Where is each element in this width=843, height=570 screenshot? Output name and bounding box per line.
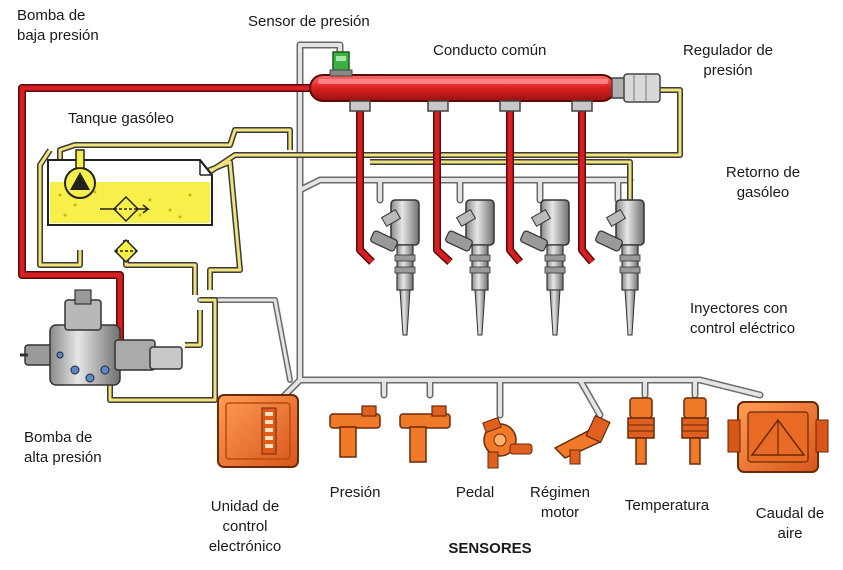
fuel-filter-icon bbox=[100, 195, 151, 223]
injector-icon bbox=[370, 199, 420, 336]
label-ecu: Unidad de control electrónico bbox=[190, 497, 300, 557]
common-rail-icon bbox=[309, 74, 616, 112]
pedal-sensor-icon bbox=[482, 416, 533, 469]
label-ecu-line2: control bbox=[222, 518, 268, 535]
pressure-regulator-icon bbox=[611, 73, 661, 103]
label-injectors: Inyectores con control eléctrico bbox=[690, 299, 795, 339]
pressure-sensor-device-icon bbox=[329, 405, 381, 458]
label-sensor-airflow-line2: aire bbox=[777, 525, 803, 542]
sensors-heading: SENSORES bbox=[448, 540, 532, 557]
pressure-sensor-icon bbox=[329, 51, 353, 77]
label-ecu-line1: Unidad de bbox=[210, 498, 280, 515]
label-sensor-rpm-line1: Régimen bbox=[529, 484, 591, 501]
label-sensor-pedal: Pedal bbox=[455, 484, 495, 501]
label-sensor-airflow-line1: Caudal de bbox=[755, 505, 825, 522]
label-sensor-airflow: Caudal de aire bbox=[738, 504, 842, 544]
label-pressure-regulator-line1: Regulador de bbox=[682, 42, 774, 59]
label-sensor-pressure: Presión bbox=[329, 484, 381, 501]
label-low-pressure-pump-line1: Bomba de bbox=[17, 7, 86, 24]
label-injectors-line1: Inyectores con bbox=[690, 300, 788, 317]
label-injectors-line2: control eléctrico bbox=[690, 320, 796, 337]
low-pressure-pump-icon bbox=[64, 149, 96, 199]
label-low-pressure-pump-line2: baja presión bbox=[17, 27, 99, 44]
injector-icon bbox=[520, 199, 570, 336]
injectors bbox=[370, 199, 645, 336]
temperature-sensor-icon bbox=[627, 397, 655, 465]
label-sensor-temperature: Temperatura bbox=[624, 497, 710, 514]
label-fuel-return-line2: gasóleo bbox=[736, 184, 790, 201]
injector-icon bbox=[595, 199, 645, 336]
label-ecu-line3: electrónico bbox=[208, 538, 282, 555]
ecu-icon bbox=[217, 394, 299, 468]
label-fuel-return-line1: Retorno de bbox=[725, 164, 801, 181]
label-high-pressure-pump-line2: alta presión bbox=[24, 449, 102, 466]
airflow-meter-icon bbox=[727, 401, 829, 473]
label-high-pressure-pump: Bomba de alta presión bbox=[24, 428, 102, 468]
label-sensor-rpm-line2: motor bbox=[540, 504, 580, 521]
high-pressure-pump-icon bbox=[20, 289, 183, 386]
fuel-filter-icon bbox=[113, 238, 139, 264]
rpm-sensor-icon bbox=[553, 414, 611, 465]
label-sensor-rpm: Régimen motor bbox=[520, 483, 600, 523]
label-pressure-sensor: Sensor de presión bbox=[248, 13, 370, 30]
label-fuel-tank: Tanque gasóleo bbox=[68, 110, 174, 127]
label-low-pressure-pump: Bomba de baja presión bbox=[17, 6, 99, 46]
label-pressure-regulator-line2: presión bbox=[703, 62, 753, 79]
label-common-rail: Conducto común bbox=[433, 42, 547, 59]
temperature-sensor-icon bbox=[681, 397, 709, 465]
label-pressure-regulator: Regulador de presión bbox=[668, 41, 788, 81]
label-high-pressure-pump-line1: Bomba de bbox=[24, 429, 93, 446]
high-pressure-lines bbox=[18, 84, 596, 340]
label-fuel-return: Retorno de gasóleo bbox=[708, 163, 818, 203]
pressure-sensor-device-icon bbox=[399, 405, 451, 463]
injector-icon bbox=[445, 199, 495, 336]
